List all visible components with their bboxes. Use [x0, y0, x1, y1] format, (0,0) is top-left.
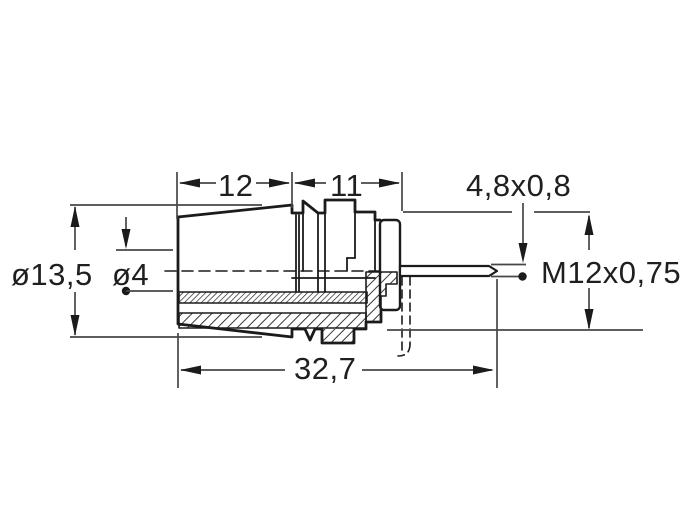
arrowhead-down [584, 309, 594, 330]
hatch-band-body [178, 312, 367, 329]
body-internal-lines [291, 211, 376, 293]
arrowhead-down [121, 229, 131, 249]
terminal-pin [398, 264, 499, 278]
arrowhead-up [70, 206, 80, 227]
dimension-label-flat-tab: 4,8x0,8 [466, 168, 572, 203]
dimension-front-length [176, 172, 293, 219]
arrowhead-down [70, 315, 80, 336]
arrowhead-down [518, 243, 528, 263]
dimension-label-overall-length: 32,7 [294, 351, 357, 386]
arrowhead-up [584, 214, 594, 235]
arrowhead-left [179, 178, 200, 188]
dimension-socket-bore [116, 217, 173, 296]
hidden-edges [397, 276, 411, 357]
dimension-label-collar-length: 11 [330, 168, 364, 203]
body-upper-contour [176, 198, 382, 222]
arrowhead-right [473, 365, 494, 375]
body-lower-contour [176, 215, 383, 345]
dimension-label-front-length: 12 [218, 168, 254, 203]
dimension-mounting-thread [387, 214, 643, 331]
dimension-label-body-diameter: ø13,5 [11, 257, 93, 292]
connector-outline [176, 198, 499, 345]
hatch-block-lug [322, 329, 354, 343]
arrowhead-right [269, 178, 290, 188]
dimension-overall-length [177, 279, 498, 388]
dimension-body-diameter [70, 204, 262, 338]
arrowhead-left [294, 178, 315, 188]
dimension-flat-tab [403, 203, 590, 281]
dimension-label-socket-bore: ø4 [112, 257, 150, 292]
arrowhead-left [180, 365, 201, 375]
dot-terminator [518, 272, 527, 281]
arrowhead-right [379, 178, 400, 188]
dimension-label-thread: M12x0,75 [541, 255, 682, 290]
dimension-collar-length [294, 172, 403, 211]
hatch-band-insulator [178, 291, 368, 304]
